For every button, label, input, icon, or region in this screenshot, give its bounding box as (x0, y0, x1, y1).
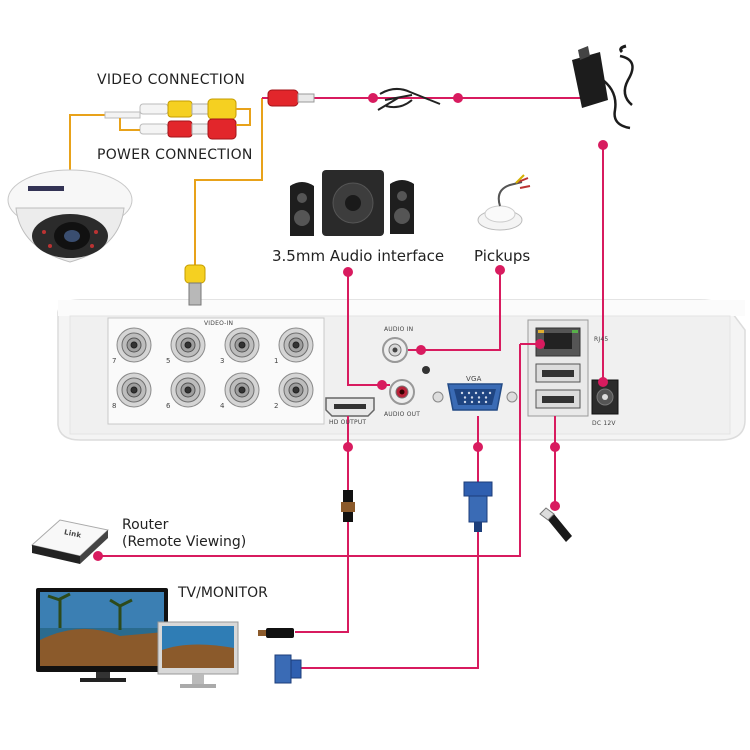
video-in-panel (107, 317, 325, 425)
router-label: Router (Remote Viewing) (122, 517, 246, 551)
audio-in-port (382, 337, 408, 363)
bnc-port-1 (278, 327, 314, 363)
router-title: Router (122, 517, 169, 533)
channel-label-4: 4 (220, 402, 225, 410)
hd-output-label: HD OUTPUT (329, 419, 367, 426)
video-in-label: VIDEO-IN (204, 320, 234, 327)
hdmi-port (325, 397, 375, 417)
dome-camera-icon (7, 169, 133, 263)
rj45-label: RJ45 (594, 336, 609, 343)
channel-label-8: 8 (112, 402, 117, 410)
tv-monitor-icon (36, 588, 168, 682)
audio-out-label: AUDIO OUT (384, 411, 421, 418)
audio-in-label: AUDIO IN (384, 326, 414, 333)
speakers-icon (290, 170, 414, 236)
pickup-microphone-icon (477, 174, 531, 231)
audio-out-port (389, 379, 415, 405)
channel-label-7: 7 (112, 357, 117, 365)
screw-icon (422, 366, 430, 374)
bnc-port-3 (224, 327, 260, 363)
bnc-port-7 (116, 327, 152, 363)
channel-label-3: 3 (220, 357, 225, 365)
dc-12v-label: DC 12V (592, 420, 616, 427)
vga-label: VGA (466, 375, 482, 383)
usb-mouse-icon (539, 507, 572, 542)
dc-plug-red (267, 89, 315, 107)
vga-cable-icon (274, 481, 493, 684)
rca-connectors (104, 98, 251, 140)
router-subtitle: (Remote Viewing) (122, 534, 247, 550)
desktop-monitor-icon (157, 621, 239, 688)
video-connection-label: VIDEO CONNECTION (97, 72, 246, 88)
router-icon (30, 519, 110, 564)
power-adapter-icon (572, 44, 634, 130)
bnc-port-2 (278, 372, 314, 408)
hdmi-cable-icon (258, 490, 355, 638)
bnc-port-5 (170, 327, 206, 363)
power-splitter-cable-icon (377, 88, 441, 111)
power-connection-label: POWER CONNECTION (97, 147, 253, 163)
tv-monitor-label: TV/MONITOR (178, 585, 268, 601)
channel-label-1: 1 (274, 357, 279, 365)
bnc-port-4 (224, 372, 260, 408)
bnc-port-8 (116, 372, 152, 408)
bnc-port-6 (170, 372, 206, 408)
network-usb-panel (527, 319, 589, 417)
vga-port (432, 383, 518, 411)
channel-label-2: 2 (274, 402, 279, 410)
connector-dots (93, 93, 608, 561)
channel-label-6: 6 (166, 402, 171, 410)
audio-interface-label: 3.5mm Audio interface (272, 247, 445, 265)
bnc-cable-icon (184, 264, 206, 306)
pickups-label: Pickups (474, 247, 531, 265)
channel-label-5: 5 (166, 357, 171, 365)
